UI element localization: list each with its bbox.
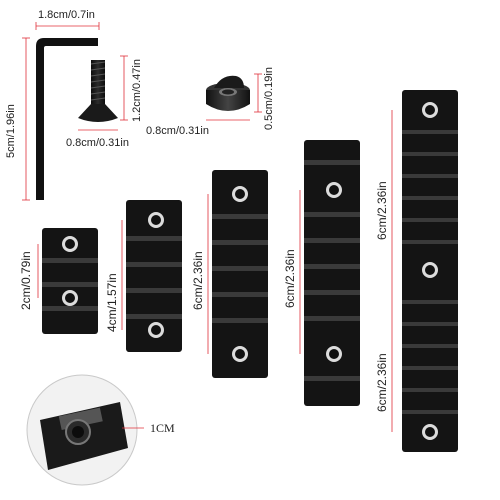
rail-8-slot-dimension: 6cm/2.36in <box>283 190 301 354</box>
hex-wrench <box>36 38 98 200</box>
wrench-width-dimension: 1.8cm/0.7in <box>35 9 100 30</box>
rail-2-slot-dimension: 2cm/0.79in <box>19 244 39 310</box>
wrench-height-dimension: 5cm/1.96in <box>5 37 30 201</box>
rail-2-slot-label: 2cm/0.79in <box>19 251 33 310</box>
nut-width-dimension: 0.8cm/0.31in <box>146 119 250 137</box>
rail-long-lower-label: 6cm/2.36in <box>375 353 389 412</box>
rail-4-slot-dimension: 4cm/1.57in <box>105 220 123 332</box>
rail-long-upper-label: 6cm/2.36in <box>375 181 389 240</box>
wrench-height-label: 5cm/1.96in <box>5 104 17 158</box>
rail-long-upper-dimension: 6cm/2.36in <box>375 110 393 270</box>
rail-2-slot <box>42 228 98 334</box>
screw-width-label: 0.8cm/0.31in <box>66 137 129 149</box>
rail-long <box>402 90 458 452</box>
inset-closeup: 1CM <box>26 374 175 486</box>
rail-6-slot-dimension: 6cm/2.36in <box>191 194 209 354</box>
t-nut <box>206 75 250 111</box>
rail-4-slot-label: 4cm/1.57in <box>105 273 119 332</box>
nut-height-dimension: 0.5cm/0.19in <box>254 67 275 130</box>
wrench-width-label: 1.8cm/0.7in <box>38 9 95 21</box>
inset-caption: 1CM <box>150 421 175 435</box>
rail-8-slot <box>304 140 360 406</box>
rail-long-lower-dimension: 6cm/2.36in <box>375 270 393 432</box>
screw-height-label: 1.2cm/0.47in <box>131 59 143 122</box>
rail-6-slot <box>212 170 268 378</box>
screw-width-dimension: 0.8cm/0.31in <box>66 129 129 149</box>
rail-8-slot-label: 6cm/2.36in <box>283 249 297 308</box>
screw-height-dimension: 1.2cm/0.47in <box>120 55 143 122</box>
rail-6-slot-label: 6cm/2.36in <box>191 251 205 310</box>
nut-width-label: 0.8cm/0.31in <box>146 125 209 137</box>
rail-4-slot <box>126 200 182 352</box>
nut-height-label: 0.5cm/0.19in <box>263 67 275 130</box>
screw <box>78 60 118 122</box>
